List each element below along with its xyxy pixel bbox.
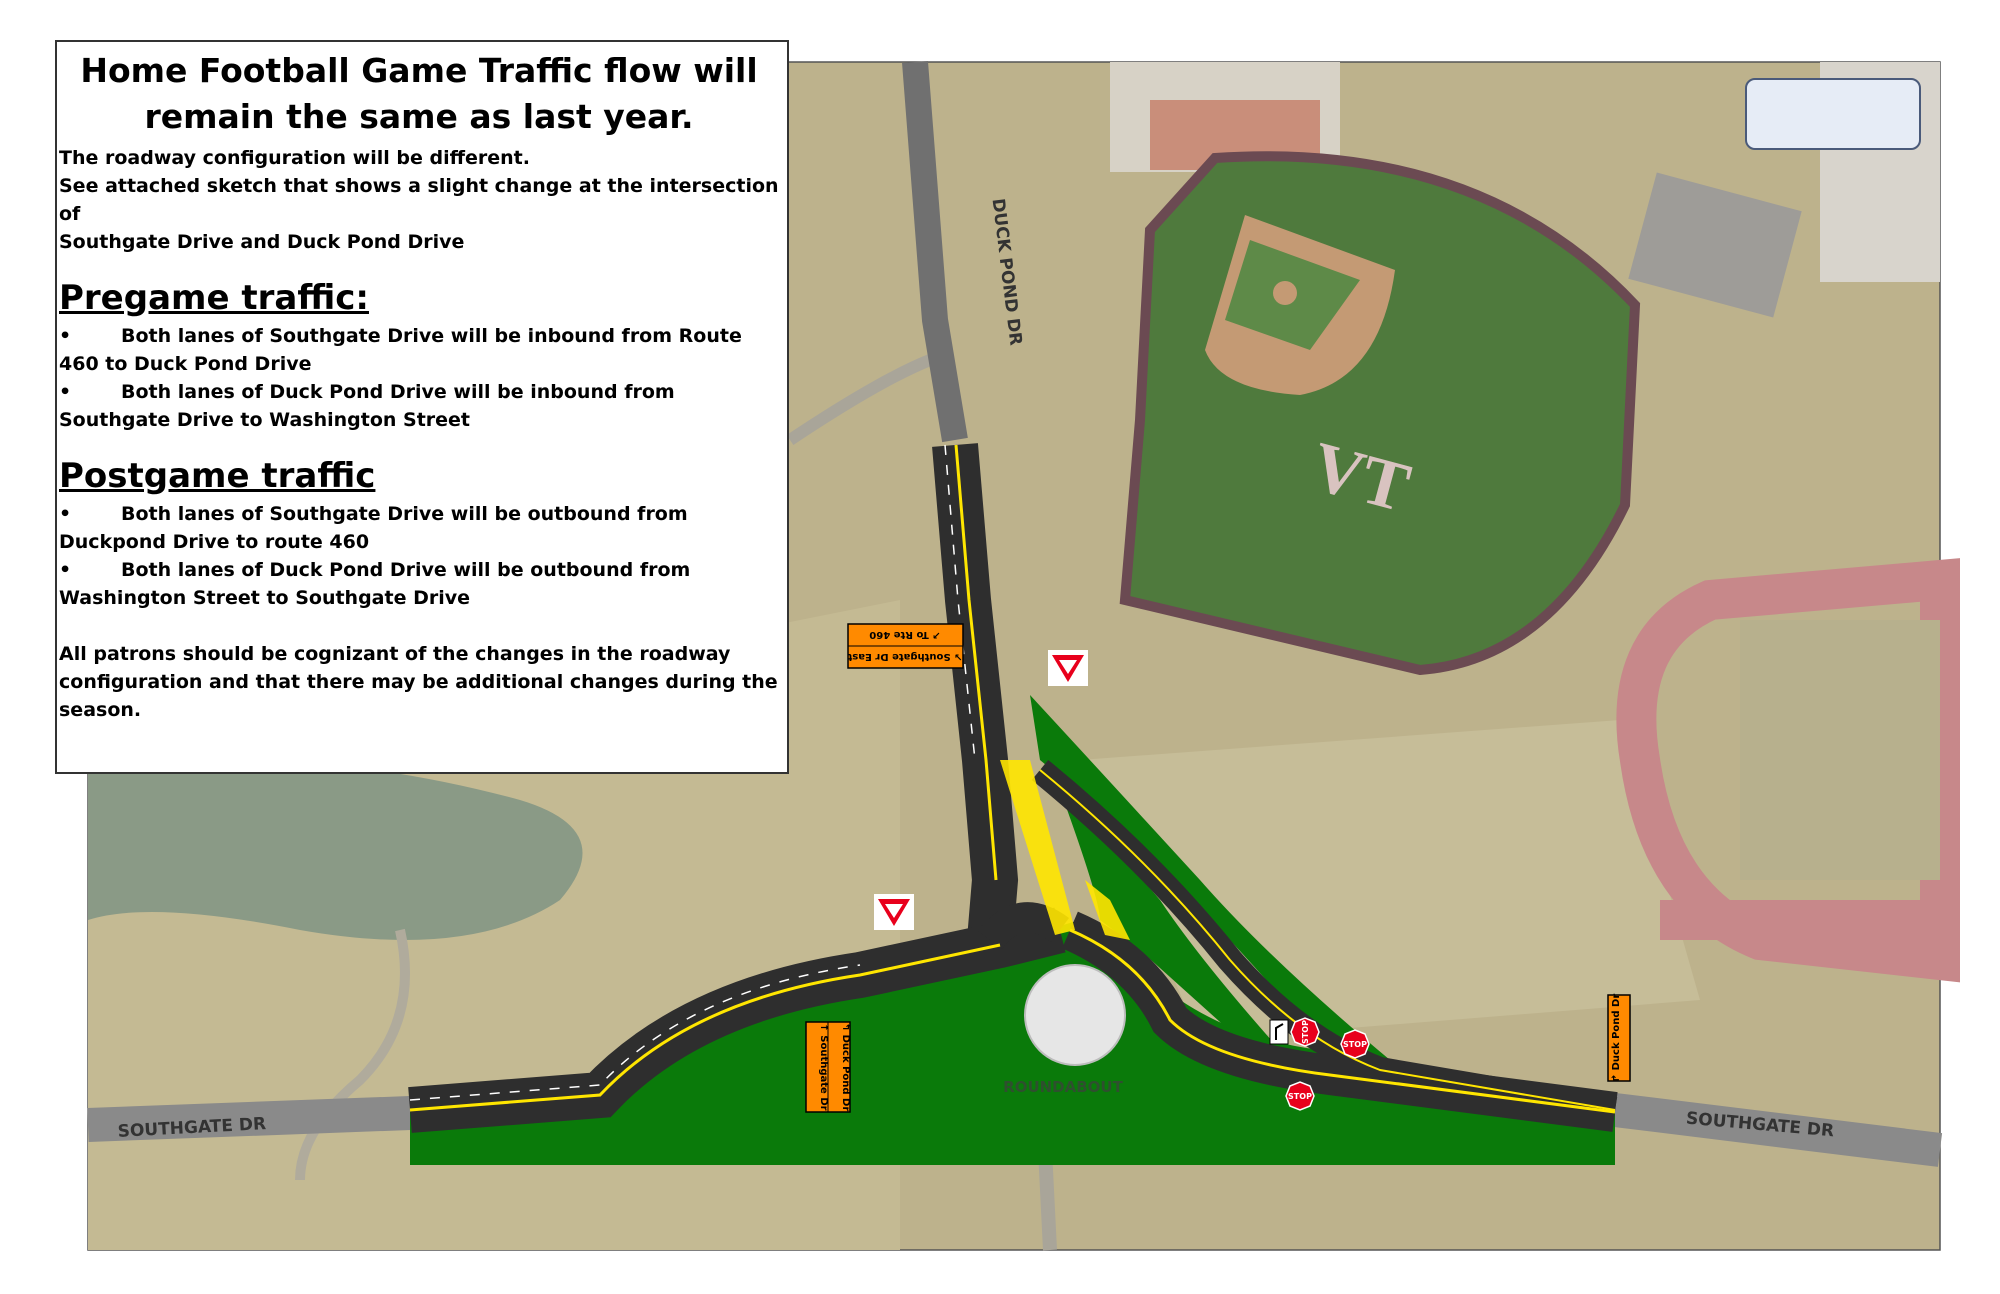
pregame-item-1: •Both lanes of Southgate Drive will be i… xyxy=(59,322,779,378)
postgame-heading: Postgame traffic xyxy=(59,456,376,496)
path-northwest xyxy=(786,354,933,445)
roundabout-label: ROUNDABOUT xyxy=(1003,1078,1123,1096)
bullet: • xyxy=(59,325,72,347)
sign-duck-pond-dr-text: ↰ Duck Pond Dr xyxy=(840,1023,851,1112)
turn-arrow-sign xyxy=(1269,1019,1289,1045)
pregame-item-2-text: Both lanes of Duck Pond Drive will be in… xyxy=(59,381,675,431)
duck-pond-existing xyxy=(902,60,968,443)
intro-line3: Southgate Drive and Duck Pond Drive xyxy=(59,231,465,253)
southgate-existing-east xyxy=(1612,1093,1943,1167)
sign-to-rte-460-text: ↗ To Rte 460 xyxy=(869,629,940,640)
notice-title: Home Football Game Traffic flow will rem… xyxy=(59,48,779,140)
hatched-island-north xyxy=(1000,760,1075,935)
postgame-item-1-text: Both lanes of Southgate Drive will be ou… xyxy=(59,503,688,553)
pond xyxy=(88,760,583,940)
roundabout-circle xyxy=(1024,964,1126,1066)
centerline-duck-pond xyxy=(954,444,998,881)
sign-duck-pond-southgate: ↰ Duck Pond Dr ↑ Southgate Dr xyxy=(805,1021,851,1113)
notice-title-line1: Home Football Game Traffic flow will xyxy=(80,51,758,90)
green-inner xyxy=(1060,790,1280,1050)
legend-box xyxy=(1745,78,1921,150)
postgame-item-2-text: Both lanes of Duck Pond Drive will be ou… xyxy=(59,559,691,609)
pitchers-mound xyxy=(1273,281,1297,305)
postgame-item-1: •Both lanes of Southgate Drive will be o… xyxy=(59,500,779,556)
traffic-notice: Home Football Game Traffic flow will rem… xyxy=(55,40,789,774)
building-northeast xyxy=(1628,172,1802,318)
bullet: • xyxy=(59,559,72,581)
sign-duck-pond-east: ↱ Duck Pond Dr xyxy=(1607,994,1631,1083)
path-south xyxy=(1038,1149,1057,1251)
bullet: • xyxy=(59,381,72,403)
pregame-item-1-text: Both lanes of Southgate Drive will be in… xyxy=(59,325,742,375)
baseball-outfield xyxy=(1119,151,1641,676)
green-median xyxy=(410,920,1615,1165)
stop-sign-2-text: STOP xyxy=(1343,1040,1367,1049)
track-straight xyxy=(1660,900,1940,940)
stop-sign-3: STOP xyxy=(1285,1081,1315,1111)
hatched-island-south xyxy=(1085,880,1130,940)
yield-sign-west xyxy=(874,894,914,930)
sign-southgate-east-text: ↘ Southgate Dr East xyxy=(847,651,962,662)
track-infield xyxy=(1740,620,1940,880)
bullet: • xyxy=(59,503,72,525)
postgame-item-2: •Both lanes of Duck Pond Drive will be o… xyxy=(59,556,779,612)
yield-sign-north xyxy=(1048,650,1088,686)
pregame-heading: Pregame traffic: xyxy=(59,278,369,318)
pregame-item-2: •Both lanes of Duck Pond Drive will be i… xyxy=(59,378,779,434)
sign-southgate-dr-text: ↑ Southgate Dr xyxy=(818,1023,829,1110)
notice-title-line2: remain the same as last year. xyxy=(144,97,694,136)
centerline-roundabout-east xyxy=(1069,928,1616,1114)
stop-sign-1: STOP xyxy=(1290,1017,1320,1047)
lane-dash-duck-pond xyxy=(944,444,976,761)
southgate-existing-west xyxy=(87,1096,411,1142)
sign-to-rte-460: ↗ To Rte 460 ↘ Southgate Dr East xyxy=(847,623,964,669)
path-southwest-loop xyxy=(295,928,410,1181)
stop-sign-3-text: STOP xyxy=(1288,1092,1312,1101)
intro-line1: The roadway configuration will be differ… xyxy=(59,147,530,169)
centerline-east xyxy=(1039,769,1616,1111)
stop-sign-1-text: STOP xyxy=(1301,1020,1310,1044)
centerline-west xyxy=(409,943,1001,1112)
sign-duck-pond-east-text: ↱ Duck Pond Dr xyxy=(1611,994,1622,1083)
intro-line2: See attached sketch that shows a slight … xyxy=(59,175,779,225)
stop-sign-2: STOP xyxy=(1340,1029,1370,1059)
closing-note: All patrons should be cognizant of the c… xyxy=(59,643,778,721)
